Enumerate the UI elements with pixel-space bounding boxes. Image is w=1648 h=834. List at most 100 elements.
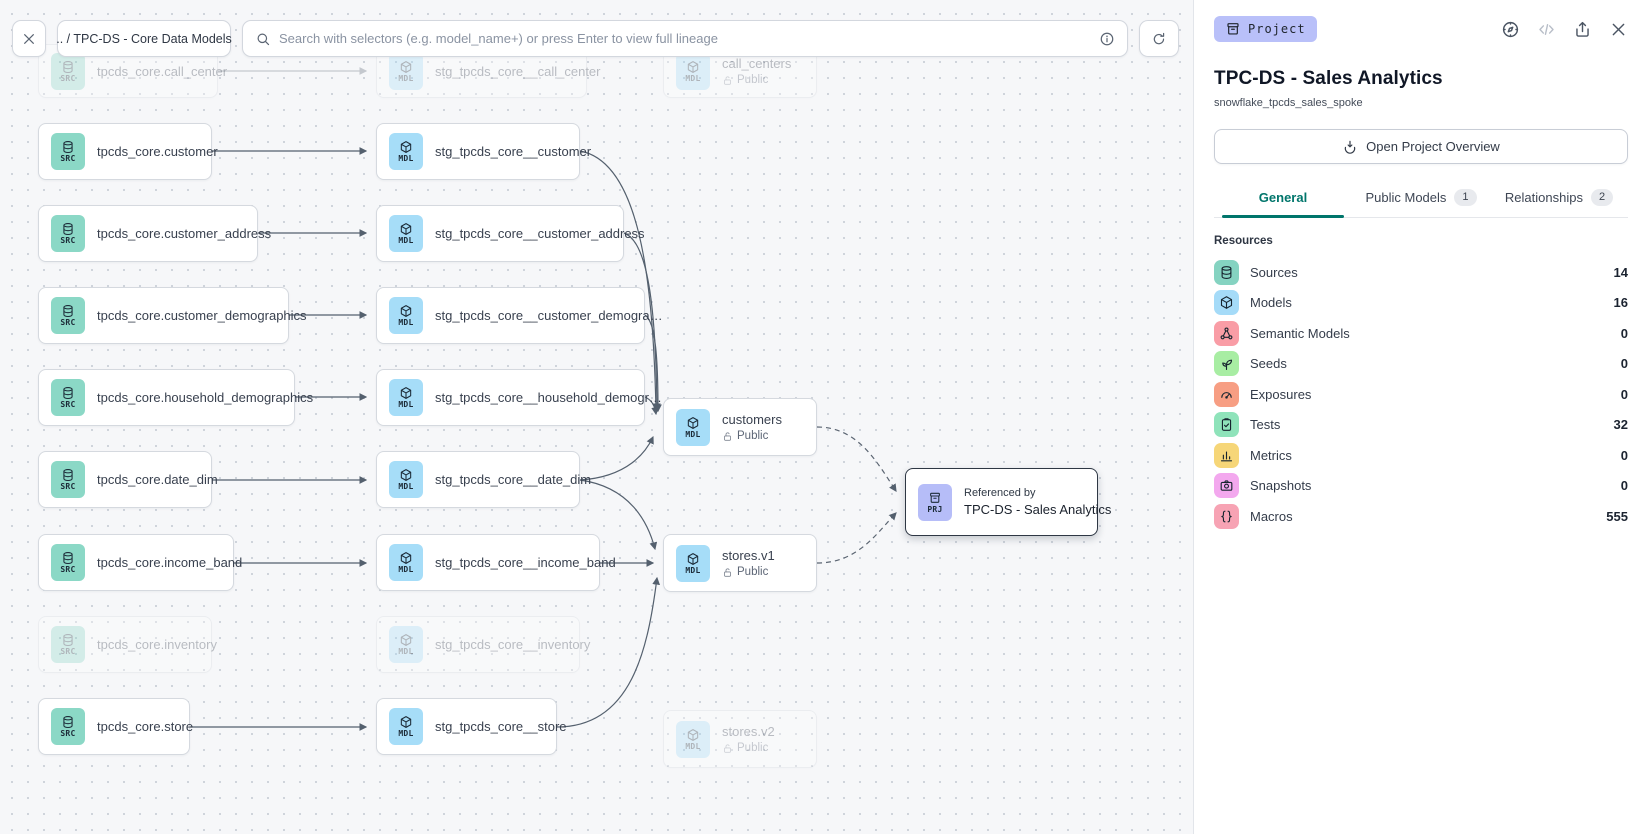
panel-actions	[1501, 20, 1628, 39]
cube-icon: MDL	[389, 626, 423, 663]
explore-compass-icon[interactable]	[1501, 20, 1520, 39]
resource-row[interactable]: Sources 14	[1214, 257, 1628, 288]
resource-row[interactable]: Tests 32	[1214, 410, 1628, 441]
resource-row[interactable]: Exposures 0	[1214, 379, 1628, 410]
exposure-icon	[1214, 381, 1239, 407]
node-label: tpcds_core.customer_demographics	[97, 308, 307, 323]
resource-label: Models	[1250, 295, 1292, 311]
resource-row[interactable]: Snapshots 0	[1214, 471, 1628, 502]
node-label: tpcds_core.store	[97, 719, 194, 734]
node-label: stores.v2	[722, 724, 775, 739]
database-icon: SRC	[51, 461, 85, 498]
resources-header: Resources	[1214, 235, 1273, 248]
info-icon[interactable]	[1099, 31, 1115, 47]
database-icon: SRC	[51, 626, 85, 663]
database-icon: SRC	[51, 133, 85, 170]
resource-label: Semantic Models	[1250, 325, 1350, 341]
cube-icon: MDL	[389, 461, 423, 498]
open-project-overview-button[interactable]: Open Project Overview	[1214, 129, 1628, 164]
lineage-node[interactable]: MDL stores.v2 Public	[663, 710, 817, 768]
node-body: stg_tpcds_core__household_demogr…	[435, 390, 662, 405]
resource-row[interactable]: Models 16	[1214, 288, 1628, 319]
cube-icon: MDL	[676, 52, 710, 90]
node-label: tpcds_core.income_band	[97, 555, 243, 570]
node-label: tpcds_core.call_center	[97, 63, 228, 79]
metric-icon	[1214, 442, 1239, 468]
refresh-lineage-button[interactable]	[1139, 20, 1179, 57]
cube-icon: MDL	[389, 215, 423, 252]
node-access-badge: Public	[722, 742, 775, 754]
node-label: call_centers	[722, 56, 792, 71]
close-icon	[21, 31, 37, 47]
database-icon	[1214, 259, 1239, 285]
resource-count: 0	[1620, 325, 1628, 341]
tab-public-models-label: Public Models	[1365, 190, 1447, 206]
node-label: tpcds_core.customer_address	[97, 226, 272, 241]
search-input[interactable]	[279, 31, 1091, 46]
breadcrumb[interactable]: .. / TPC-DS - Core Data Models	[56, 20, 232, 57]
node-access-badge: Public	[722, 74, 791, 86]
tab-public-models[interactable]: Public Models 1	[1352, 180, 1490, 217]
lineage-node[interactable]: MDL stg_tpcds_core__inventory	[376, 616, 590, 673]
node-body: stg_tpcds_core__date_dim	[435, 472, 591, 487]
node-body: stg_tpcds_core__store	[435, 719, 567, 734]
tab-relationships-label: Relationships	[1504, 190, 1583, 206]
close-lineage-button[interactable]	[12, 20, 46, 57]
resource-row[interactable]: Seeds 0	[1214, 349, 1628, 380]
node-label: tpcds_core.inventory	[97, 637, 217, 652]
share-icon[interactable]	[1573, 20, 1592, 39]
cube-icon: MDL	[676, 408, 710, 446]
node-body: stg_tpcds_core__customer_address	[435, 226, 645, 241]
resource-label: Exposures	[1250, 386, 1312, 402]
lineage-edges	[190, 67, 897, 731]
lineage-node[interactable]: MDL stg_tpcds_core__household_demogr…	[376, 369, 662, 426]
node-body: tpcds_core.household_demographics	[97, 390, 313, 405]
breadcrumb-label: .. / TPC-DS - Core Data Models	[56, 31, 232, 46]
lock-open-icon	[722, 567, 733, 578]
lineage-node[interactable]: MDL stg_tpcds_core__customer_address	[376, 205, 645, 262]
lineage-toolbar: .. / TPC-DS - Core Data Models	[12, 20, 1179, 57]
tab-general[interactable]: General	[1214, 180, 1352, 219]
node-label: stg_tpcds_core__customer_demogra…	[435, 308, 663, 323]
seed-icon	[1214, 351, 1239, 377]
node-body: tpcds_core.income_band	[97, 555, 242, 570]
node-body: tpcds_core.customer_demographics	[97, 308, 307, 323]
cube-icon: MDL	[676, 720, 710, 758]
resource-row[interactable]: Metrics 0	[1214, 440, 1628, 471]
cube-icon: MDL	[389, 379, 423, 416]
node-body: stg_tpcds_core__inventory	[435, 637, 590, 652]
resource-count: 555	[1606, 508, 1628, 524]
lock-open-icon	[722, 75, 733, 86]
node-body: tpcds_core.store	[97, 719, 193, 734]
resource-label: Tests	[1250, 417, 1281, 433]
lineage-node[interactable]: MDL stg_tpcds_core__date_dim	[376, 451, 591, 508]
code-icon[interactable]	[1537, 20, 1556, 39]
resource-count: 16	[1613, 295, 1628, 311]
resource-row[interactable]: Semantic Models 0	[1214, 318, 1628, 349]
tab-relationships[interactable]: Relationships 2	[1490, 180, 1628, 217]
snapshot-icon	[1214, 473, 1239, 499]
project-icon: PRJ	[918, 483, 952, 521]
panel-header: Project	[1214, 16, 1628, 42]
node-body: call_centers Public	[722, 56, 791, 86]
lineage-node[interactable]: SRC tpcds_core.inventory	[38, 616, 217, 673]
overview-icon	[1342, 139, 1358, 155]
resource-row[interactable]: Macros 555	[1214, 501, 1628, 532]
close-panel-icon[interactable]	[1609, 20, 1628, 39]
